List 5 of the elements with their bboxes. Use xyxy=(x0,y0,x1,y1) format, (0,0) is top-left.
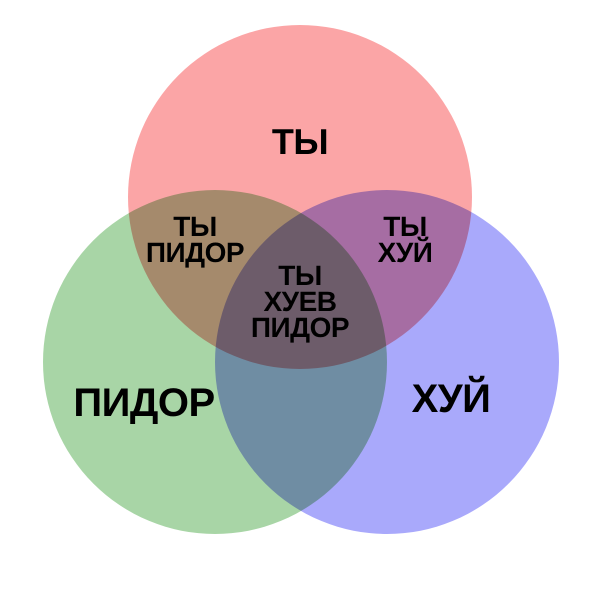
intersection-label: ТЫ ХУЙ xyxy=(378,214,432,266)
set-label: ПИДОР xyxy=(73,383,215,423)
set-label: ТЫ xyxy=(272,124,328,160)
intersection-label: ТЫ ХУЕВ ПИДОР xyxy=(250,263,350,341)
intersection-label: ТЫ ПИДОР xyxy=(146,214,244,266)
